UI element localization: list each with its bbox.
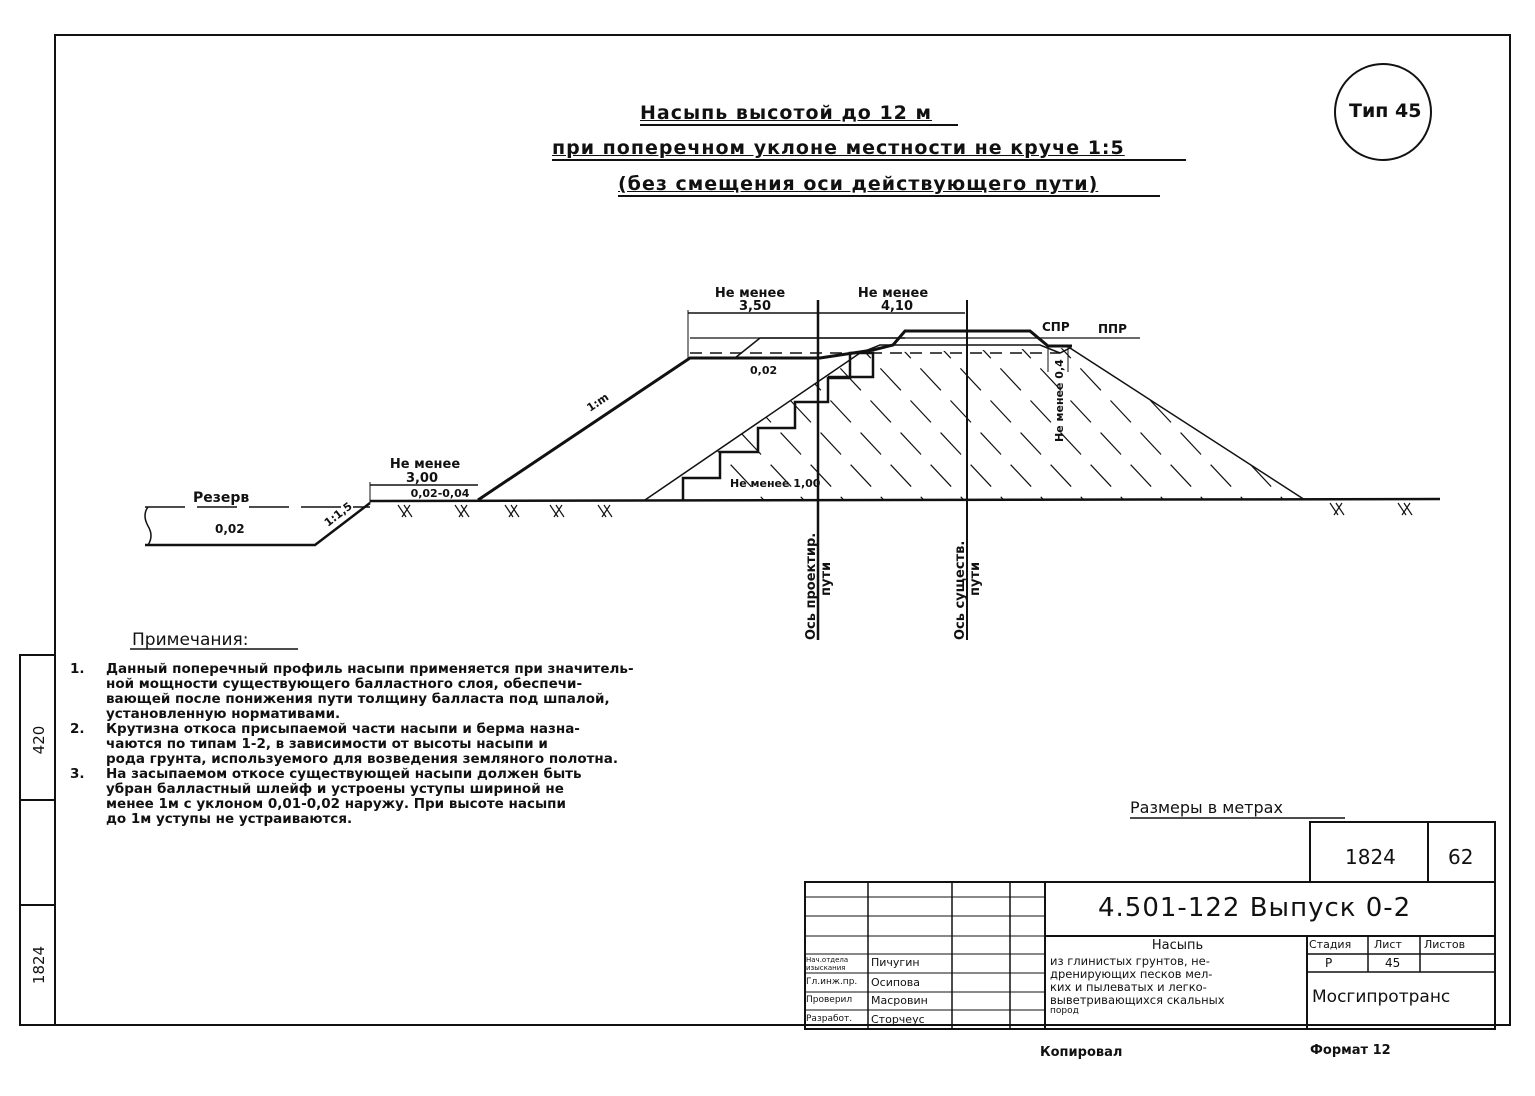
existing-embankment-hatch <box>645 348 1305 500</box>
organization: Мосгипротранс <box>1312 987 1451 1007</box>
dim-right-top-label: Не менее <box>858 286 928 301</box>
doc-name-title: Насыпь <box>1151 938 1204 953</box>
sheet-header: Лист <box>1374 938 1402 951</box>
axis-design-label: Ось проектир. <box>804 533 819 640</box>
role-1: Нач.отдела изыскания <box>806 956 849 972</box>
slope-main-label: 1:m <box>584 391 611 415</box>
name-2: Осипова <box>871 976 921 989</box>
doc-name-lines: из глинистых грунтов, не- дренирующих пе… <box>1050 954 1225 1016</box>
dim-berm-value: 3,00 <box>406 471 438 486</box>
ppr-label: ППР <box>1098 322 1127 336</box>
note-item: 3. На засыпаемом откосе существующей нас… <box>70 766 582 827</box>
title-line-1: Насыпь высотой до 12 м <box>640 102 933 124</box>
berm-slope: 0,02-0,04 <box>411 487 470 500</box>
title-line-3: (без смещения оси действующего пути) <box>618 173 1099 195</box>
stage-header: Стадия <box>1309 938 1352 951</box>
axis-design-label-2: пути <box>819 562 834 596</box>
name-1: Пичугин <box>871 956 920 969</box>
page-number: 62 <box>1448 845 1474 869</box>
sheet-value: 45 <box>1385 956 1401 970</box>
role-3: Проверил <box>806 995 853 1005</box>
dim-left-top-value: 3,50 <box>739 299 771 314</box>
axis-existing-label-2: пути <box>968 562 983 596</box>
type-badge: Тип 45 <box>1349 100 1422 122</box>
role-2: Гл.инж.пр. <box>806 977 858 987</box>
notes-heading: Примечания: <box>132 630 249 650</box>
break-mark <box>144 506 152 546</box>
benching-steps <box>681 351 875 500</box>
sheet-frame <box>54 34 1511 1026</box>
new-embankment-outline <box>477 329 1072 502</box>
type-badge-circle <box>1334 63 1432 161</box>
dim-berm-label: Не менее <box>390 457 460 472</box>
axis-existing-label: Ось существ. <box>953 541 968 640</box>
inv-number: 1824 <box>1345 845 1396 869</box>
reserve-profile <box>145 502 371 547</box>
dim-right-top-value: 4,10 <box>881 299 913 314</box>
format-label: Формат 12 <box>1310 1043 1391 1058</box>
side-stamp-bottom: 1824 <box>30 946 48 984</box>
title-block-grid <box>804 821 1496 1030</box>
doc-code: 4.501-122 Выпуск 0-2 <box>1098 893 1412 923</box>
dim-left-top-label: Не менее <box>715 286 785 301</box>
role-4: Разработ. <box>806 1014 853 1024</box>
name-4: Сторчеус <box>871 1013 925 1026</box>
copied-label: Копировал <box>1040 1045 1123 1060</box>
title-line-2: при поперечном уклоне местности не круче… <box>552 137 1125 159</box>
step-label: Не менее 1,00 <box>730 477 821 490</box>
units-note: Размеры в метрах <box>1130 798 1283 817</box>
ground-line <box>369 497 1441 503</box>
ground-hatch-marks <box>397 502 1413 518</box>
reserve-slope: 0,02 <box>215 522 245 536</box>
spr-label: СПР <box>1042 320 1070 334</box>
ballast-label: Не менее 0,4 <box>1053 359 1066 442</box>
side-stamp-frame <box>19 654 56 1026</box>
side-stamp-top: 420 <box>30 726 48 755</box>
note-item: 1. Данный поперечный профиль насыпи прим… <box>70 661 634 722</box>
slope-reserve-label: 1:1,5 <box>322 500 355 530</box>
stage-value: Р <box>1325 956 1333 970</box>
top-slope-label: 0,02 <box>750 364 777 377</box>
name-3: Масровин <box>871 994 928 1007</box>
note-item: 2. Крутизна откоса присыпаемой части нас… <box>70 721 618 767</box>
notes-list: 1. Данный поперечный профиль насыпи прим… <box>70 662 634 827</box>
reserve-label: Резерв <box>193 490 249 506</box>
sheets-header: Листов <box>1424 938 1466 951</box>
